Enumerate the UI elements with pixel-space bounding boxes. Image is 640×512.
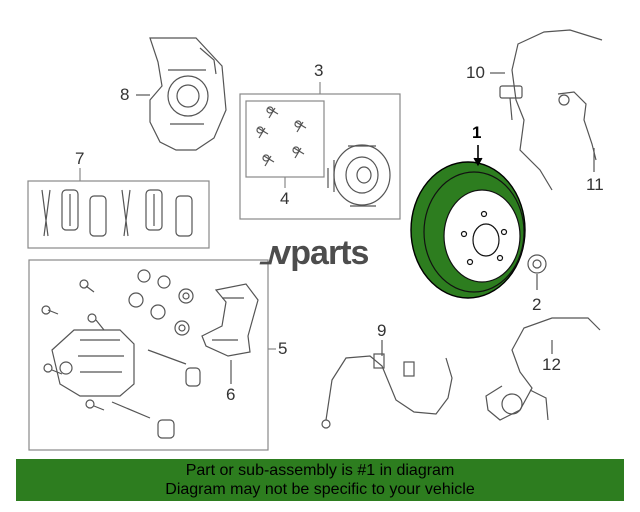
caliper-icon	[51, 313, 135, 397]
callout-1: 1	[472, 123, 482, 142]
callout-4: 4	[280, 189, 290, 208]
callout-10: 10	[466, 63, 485, 82]
piston-seal-icon	[128, 269, 194, 336]
bolt-icon	[256, 106, 307, 167]
bracket-icon	[201, 283, 259, 357]
group-box-7	[27, 180, 210, 249]
callout-3: 3	[314, 61, 324, 80]
guide-pin-icon	[41, 279, 201, 439]
group-box-5	[28, 259, 269, 451]
callout-11: 11	[586, 175, 604, 194]
banner-line-2: Diagram may not be specific to your vehi…	[165, 481, 475, 498]
brake-hose-icon	[321, 353, 453, 429]
brake-pad-kit-icon	[41, 189, 193, 237]
group-box-4	[245, 100, 325, 178]
callout-6: 6	[226, 385, 236, 404]
dust-shield-icon	[149, 37, 227, 151]
banner-line-1: Part or sub-assembly is #1 in diagram	[185, 462, 455, 479]
callout-5: 5	[278, 339, 288, 358]
abs-harness-icon	[485, 317, 601, 421]
callout-8: 8	[120, 85, 130, 104]
hub-bearing-icon	[327, 144, 391, 207]
callout-9: 9	[377, 321, 387, 340]
abs-sensor-icon	[499, 29, 603, 191]
nut-icon	[527, 254, 547, 274]
callout-12: 12	[542, 355, 561, 374]
info-banner: Part or sub-assembly is #1 in diagram Di…	[16, 459, 624, 501]
brake-rotor-icon	[410, 161, 526, 299]
callout-2: 2	[532, 295, 542, 314]
watermark-logo: ⅃vparts	[260, 234, 369, 272]
callout-7: 7	[75, 149, 85, 168]
